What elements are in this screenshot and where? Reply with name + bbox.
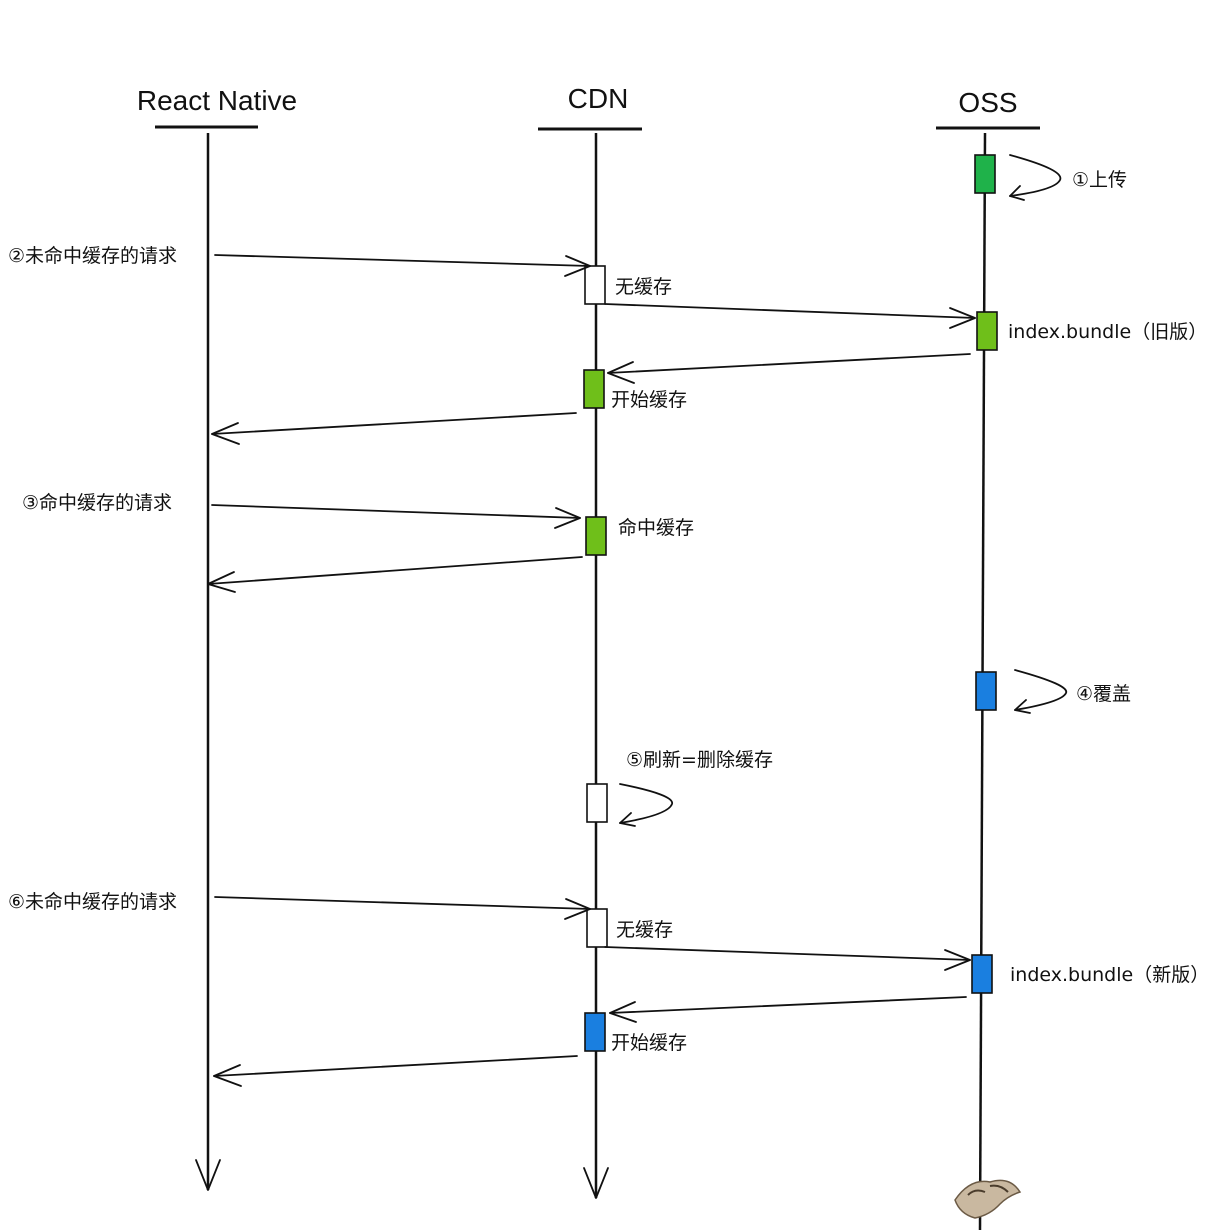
msg-miss-request-2-head — [564, 898, 591, 920]
msg-miss-request-1-head — [564, 255, 591, 277]
cdn-start-cache-box-2 — [584, 1012, 606, 1052]
msg-miss-request-2 — [214, 896, 591, 910]
self-arrow-refresh-head — [619, 812, 636, 827]
cdn-refresh-box — [586, 783, 608, 823]
lane-title-oss: OSS — [958, 87, 1017, 118]
label-miss-request-1: ②未命中缓存的请求 — [8, 245, 177, 267]
msg-cdn-to-rn-1 — [211, 412, 577, 435]
label-new-bundle: index.bundle（新版） — [1010, 964, 1209, 986]
self-arrow-overwrite — [1014, 669, 1067, 711]
msg-cdn-to-rn-2-head — [213, 1064, 242, 1087]
msg-cdn-to-rn-1-head — [211, 422, 240, 445]
label-upload: ①上传 — [1072, 169, 1127, 191]
msg-cdn-to-rn-2 — [213, 1055, 578, 1077]
label-start-cache-1: 开始缓存 — [611, 389, 687, 411]
oss-overwrite-box — [975, 671, 997, 711]
cdn-no-cache-box-2 — [586, 908, 608, 948]
msg-cdn-to-oss-2-head — [944, 949, 971, 971]
self-arrow-refresh — [619, 783, 673, 824]
msg-hit-request-head — [554, 507, 581, 529]
label-no-cache-2: 无缓存 — [616, 919, 673, 941]
msg-oss-to-cdn-1 — [607, 353, 971, 374]
msg-oss-to-cdn-1-head — [607, 361, 635, 384]
msg-cdn-to-oss-2 — [604, 946, 971, 961]
lane-title-react-native: React Native — [137, 85, 297, 116]
self-arrow-upload — [1009, 154, 1062, 197]
decorative-figure — [954, 1179, 1022, 1219]
oss-new-bundle-box — [971, 954, 993, 994]
self-arrow-overwrite-head — [1014, 699, 1031, 714]
cdn-cache-hit-box — [585, 516, 607, 556]
label-hit-request: ③命中缓存的请求 — [22, 492, 172, 514]
label-refresh: ⑤刷新=删除缓存 — [626, 749, 773, 771]
self-arrow-upload-head — [1009, 185, 1025, 201]
lifeline-cdn-arrowhead — [583, 1167, 609, 1199]
lane-title-cdn: CDN — [568, 83, 629, 114]
label-start-cache-2: 开始缓存 — [611, 1032, 687, 1054]
lifeline-react-native-arrowhead — [195, 1159, 221, 1191]
label-miss-request-2: ⑥未命中缓存的请求 — [8, 891, 177, 913]
oss-old-bundle-box — [976, 311, 998, 351]
msg-oss-to-cdn-2 — [609, 996, 967, 1014]
oss-upload-box — [974, 154, 996, 194]
msg-oss-to-cdn-2-head — [609, 1001, 637, 1023]
label-cache-hit: 命中缓存 — [618, 517, 694, 539]
msg-cache-hit-response-head — [207, 571, 236, 593]
msg-miss-request-1 — [214, 254, 591, 267]
label-overwrite: ④覆盖 — [1076, 683, 1131, 705]
msg-cdn-to-oss-1 — [604, 303, 976, 319]
msg-cache-hit-response — [207, 556, 583, 585]
cdn-no-cache-box-1 — [584, 265, 606, 305]
label-old-bundle: index.bundle（旧版） — [1008, 321, 1207, 343]
label-no-cache-1: 无缓存 — [615, 276, 672, 298]
cdn-start-cache-box-1 — [583, 369, 605, 409]
msg-hit-request — [211, 504, 581, 519]
msg-cdn-to-oss-1-head — [949, 307, 976, 329]
